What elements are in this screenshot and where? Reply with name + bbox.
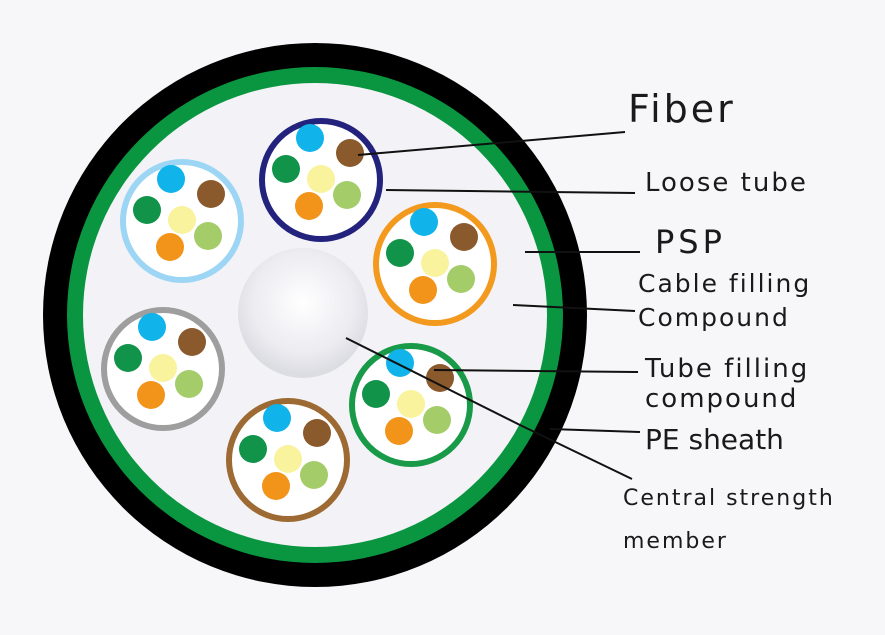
fiber-brown <box>450 223 478 251</box>
central-member-label-line1: Central strength <box>623 486 835 511</box>
fiber-blue <box>263 404 291 432</box>
loose-tube-light-blue-tube <box>120 159 244 283</box>
fiber-yellow <box>307 165 335 193</box>
loose-tube-navy-tube <box>259 118 383 242</box>
fiber-green <box>114 344 142 372</box>
fiber-brown <box>426 364 454 392</box>
loose-tube-leader-line <box>385 189 636 194</box>
leader-lines <box>345 131 641 480</box>
fiber-label: Fiber <box>628 87 736 131</box>
fiber-light-green <box>175 370 203 398</box>
psp-label: PSP <box>655 223 726 261</box>
fiber-green <box>272 155 300 183</box>
fiber-blue <box>296 124 324 152</box>
pe-sheath-leader-line <box>549 428 641 433</box>
loose-tube-label: Loose tube <box>645 168 808 198</box>
tube-filling-leader-line <box>433 369 639 373</box>
pe-sheath-label: PE sheath <box>645 423 784 456</box>
fiber-green <box>133 196 161 224</box>
fiber-brown <box>336 139 364 167</box>
loose-tube-green-tube <box>349 343 473 467</box>
cable-filling-leader-line <box>512 304 636 312</box>
cable-filling-label-line1: Cable filling <box>638 269 811 298</box>
central-member-leader-line <box>345 337 633 480</box>
fiber-light-green <box>333 181 361 209</box>
fiber-light-green <box>300 461 328 489</box>
fiber-blue <box>138 313 166 341</box>
fiber-orange <box>295 192 323 220</box>
fiber-yellow <box>168 206 196 234</box>
fiber-yellow <box>274 445 302 473</box>
fiber-green <box>362 380 390 408</box>
fiber-light-green <box>447 265 475 293</box>
fiber-brown <box>197 180 225 208</box>
fiber-green <box>239 435 267 463</box>
fiber-brown <box>178 328 206 356</box>
fiber-blue <box>386 349 414 377</box>
fiber-orange <box>137 381 165 409</box>
fiber-orange <box>385 417 413 445</box>
central-member-label-line2: member <box>623 529 728 554</box>
central-strength-member <box>238 248 368 378</box>
loose-tubes-group <box>101 118 497 522</box>
tube-filling-label-line2: compound <box>645 384 798 414</box>
fiber-yellow <box>397 390 425 418</box>
fiber-yellow <box>421 249 449 277</box>
fiber-light-green <box>423 406 451 434</box>
fiber-yellow <box>149 354 177 382</box>
fiber-leader-line <box>357 131 626 156</box>
loose-tube-grey-tube <box>101 307 225 431</box>
fiber-blue <box>410 208 438 236</box>
fiber-green <box>386 239 414 267</box>
loose-tube-brown-tube <box>226 398 350 522</box>
fiber-orange <box>409 276 437 304</box>
cable-filling-label-line2: Compound <box>638 303 790 332</box>
fiber-orange <box>156 233 184 261</box>
tube-filling-label-line1: Tube filling <box>644 354 809 384</box>
fiber-orange <box>262 472 290 500</box>
fiber-light-green <box>194 222 222 250</box>
fiber-blue <box>157 165 185 193</box>
fiber-brown <box>303 419 331 447</box>
loose-tube-orange-tube <box>373 202 497 326</box>
